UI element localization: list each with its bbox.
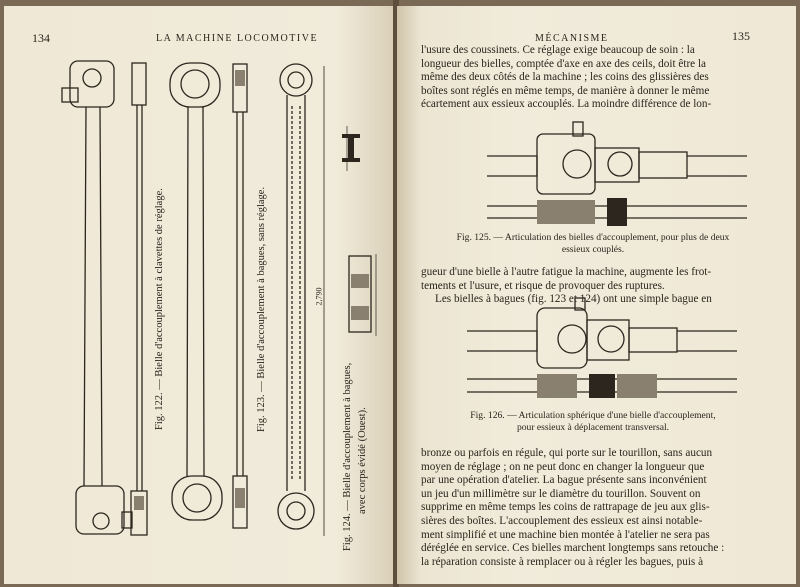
text-line: un jeu d'un millimètre sur le diamètre d…: [421, 487, 701, 500]
text-line: l'usure des coussinets. Ce réglage exige…: [421, 44, 695, 56]
fig124-rod: [277, 63, 325, 536]
text-line: moyen de réglage ; on ne peut donc en ch…: [421, 460, 705, 473]
text-line: Les bielles à bagues (fig. 123 et 124) o…: [435, 293, 712, 306]
text-line: longueur des bielles, comptée d'axe en a…: [421, 57, 707, 70]
text-line: ment simplifié et une machine bien monté…: [421, 528, 710, 541]
text-line: boîtes sont réglés en même temps, de man…: [421, 84, 710, 97]
dimension-label: 2,790: [314, 287, 324, 306]
fig126-caption: Fig. 126. — Articulation sphérique d'une…: [421, 410, 765, 433]
paragraph-1: l'usure des coussinets. Ce réglage exige…: [421, 44, 765, 112]
book-gutter: [393, 0, 399, 587]
text-line: la réparation consiste à remplacer ou à …: [421, 555, 704, 568]
right-running-head: MÉCANISME: [535, 33, 609, 44]
paragraph-3: bronze ou parfois en régule, qui porte s…: [421, 447, 765, 569]
articulation-drawings: [467, 121, 747, 398]
fig124-caption-line2: avec corps évidé (Ouest).: [357, 407, 368, 514]
text-line: écartement aux essieux accouplés. La moi…: [421, 98, 712, 111]
fig126-drawing: [467, 297, 737, 398]
fig123-rod: [169, 62, 248, 529]
text-line: supprime en même temps les coins de ratt…: [421, 501, 710, 514]
fig123-caption: Fig. 123. — Bielle d'accouplement à bagu…: [256, 186, 267, 432]
left-page-number: 134: [32, 31, 50, 45]
text-line: par une opération d'atelier. La bague pr…: [421, 474, 707, 487]
caption-line: Fig. 125. — Articulation des bielles d'a…: [456, 232, 730, 243]
fig122-rod: [61, 60, 148, 536]
fig125-drawing: [487, 121, 747, 226]
text-line: déréglée en service. Ces bielles marchen…: [421, 542, 725, 555]
caption-line: pour essieux à déplacement transversal.: [516, 421, 670, 433]
section-details: [342, 126, 377, 336]
right-page: MÉCANISME 135 l'usure des coussinets. Ce…: [397, 6, 796, 584]
right-page-number: 135: [732, 29, 750, 43]
text-line: bronze ou parfois en régule, qui porte s…: [421, 447, 713, 459]
connecting-rods-drawing: [61, 60, 377, 536]
fig125-caption: Fig. 125. — Articulation des bielles d'a…: [421, 232, 765, 255]
text-line: sières des boîtes. L'accouplement des es…: [421, 514, 703, 527]
fig122-caption: Fig. 122. — Bielle d'accouplement à clav…: [154, 188, 165, 430]
text-line: même des deux côtés de la machine ; les …: [421, 71, 709, 84]
left-running-head: LA MACHINE LOCOMOTIVE: [156, 33, 319, 44]
left-page: 134 LA MACHINE LOCOMOTIVE: [4, 6, 395, 584]
paragraph-2: gueur d'une bielle à l'autre fatigue la …: [421, 266, 765, 307]
fig124-caption-line1: Fig. 124. — Bielle d'accouplement à bagu…: [342, 362, 353, 551]
caption-line: essieux couplés.: [561, 243, 625, 255]
text-line: gueur d'une bielle à l'autre fatigue la …: [421, 266, 712, 278]
text-line: tements et l'usure, et risque de provoqu…: [421, 279, 665, 292]
caption-line: Fig. 126. — Articulation sphérique d'une…: [470, 410, 716, 421]
